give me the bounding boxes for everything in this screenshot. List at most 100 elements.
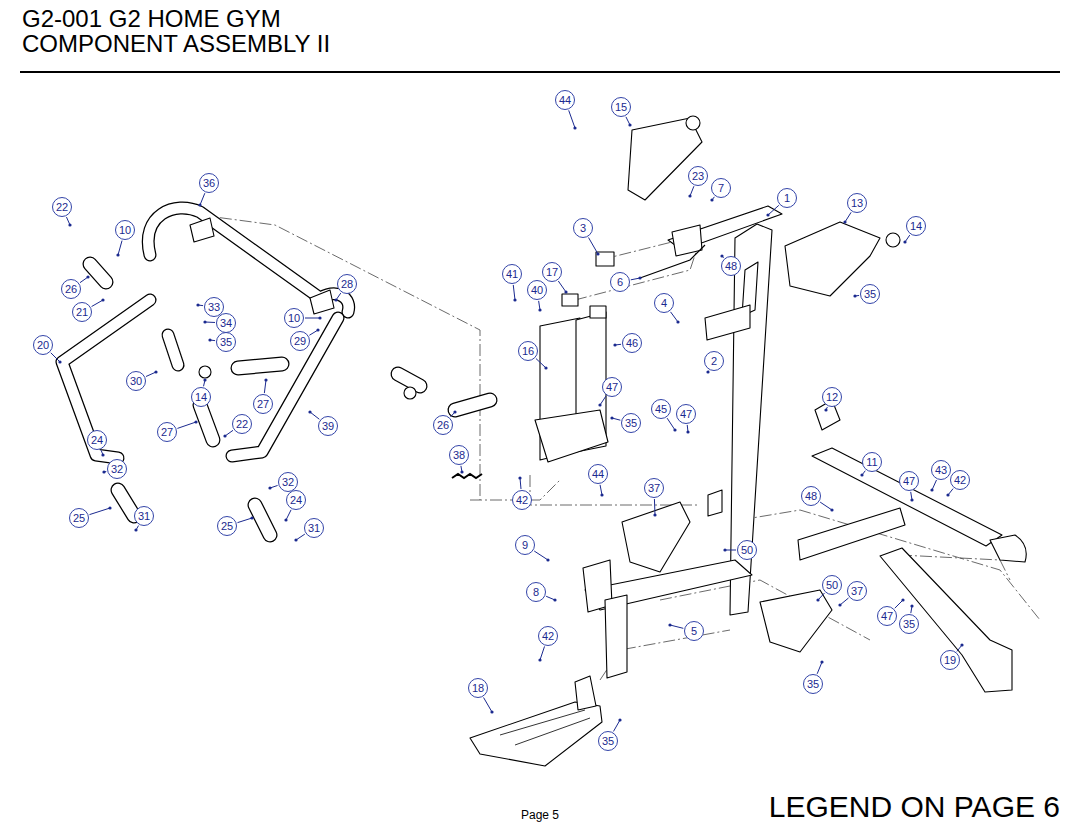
leader-dot xyxy=(930,488,933,491)
leader-dot xyxy=(598,403,601,406)
callout-number: 16 xyxy=(518,341,538,361)
callout-number: 45 xyxy=(651,399,671,419)
leader-dot xyxy=(203,320,206,323)
callout-number: 35 xyxy=(899,614,919,634)
callout-number: 47 xyxy=(602,377,622,397)
leader-line xyxy=(569,110,575,128)
leader-dot xyxy=(538,658,541,661)
leader-line xyxy=(932,480,936,490)
leader-dot xyxy=(960,643,963,646)
leader-line xyxy=(654,499,656,515)
leader-line xyxy=(817,662,822,674)
callout-number: 5 xyxy=(684,621,704,641)
leader-line xyxy=(520,478,521,489)
callout-number: 25 xyxy=(69,508,89,528)
leader-dot xyxy=(196,303,199,306)
leader-line xyxy=(588,238,598,254)
leader-dot xyxy=(460,470,463,473)
leader-line xyxy=(670,625,683,628)
callout-number: 14 xyxy=(191,387,211,407)
leader-dot xyxy=(553,598,556,601)
callout-number: 35 xyxy=(860,284,880,304)
leader-dot xyxy=(264,378,267,381)
leader-line xyxy=(177,422,196,428)
leader-dot xyxy=(720,254,723,257)
leader-dot xyxy=(134,528,137,531)
callout-number: 13 xyxy=(847,193,867,213)
page-number: Page 5 xyxy=(521,808,559,822)
leader-dot xyxy=(268,486,271,489)
callout-number: 39 xyxy=(318,416,338,436)
callout-number: 20 xyxy=(33,335,53,355)
leader-line xyxy=(558,281,566,292)
leader-line xyxy=(92,300,103,307)
leader-dot xyxy=(544,366,547,369)
leader-dot xyxy=(453,410,456,413)
callout-number: 37 xyxy=(847,581,867,601)
leader-line xyxy=(768,205,779,215)
leader-dot xyxy=(203,378,206,381)
leader-dot xyxy=(600,493,603,496)
leader-line xyxy=(305,318,320,319)
leader-dot xyxy=(573,126,576,129)
leader-dot xyxy=(673,428,676,431)
callout-number: 42 xyxy=(512,490,532,510)
callout-number: 27 xyxy=(157,422,177,442)
callout-number: 42 xyxy=(950,470,970,490)
leader-line xyxy=(146,372,156,376)
callout-number: 24 xyxy=(87,430,107,450)
leader-dot xyxy=(101,453,104,456)
callout-number: 17 xyxy=(542,262,562,282)
leader-dot xyxy=(676,320,679,323)
leader-dot xyxy=(154,370,157,373)
leader-dot xyxy=(86,275,89,278)
callout-number: 3 xyxy=(573,218,593,238)
callout-number: 6 xyxy=(610,272,630,292)
leader-dot xyxy=(208,338,211,341)
callout-number: 35 xyxy=(621,413,641,433)
leader-dot xyxy=(618,718,621,721)
leader-line xyxy=(840,598,849,605)
callout-number: 19 xyxy=(940,650,960,670)
callout-number: 9 xyxy=(515,535,535,555)
leader-line xyxy=(200,193,205,205)
leader-line xyxy=(725,550,736,551)
callout-number: 2 xyxy=(704,351,724,371)
callout-number: 18 xyxy=(468,678,488,698)
callout-number: 24 xyxy=(286,490,306,510)
leader-dot xyxy=(194,420,197,423)
callout-number: 22 xyxy=(52,197,72,217)
callout-number: 47 xyxy=(676,404,696,424)
leader-dot xyxy=(538,308,541,311)
leader-dot xyxy=(838,603,841,606)
leader-dot xyxy=(830,508,833,511)
leader-dot xyxy=(334,298,337,301)
callout-number: 48 xyxy=(721,256,741,276)
callout-number: 32 xyxy=(278,472,298,492)
leader-dot xyxy=(628,123,631,126)
leader-dot xyxy=(903,240,906,243)
leader-dot xyxy=(101,298,104,301)
callout-number: 50 xyxy=(822,575,842,595)
callout-number: 22 xyxy=(232,414,252,434)
callout-number: 21 xyxy=(72,302,92,322)
leader-dot xyxy=(946,493,949,496)
leader-line xyxy=(310,412,319,419)
leader-line xyxy=(89,508,110,515)
leader-dot xyxy=(518,476,521,479)
leader-dot xyxy=(58,360,61,363)
leader-line xyxy=(264,380,266,393)
leader-line xyxy=(845,212,851,222)
leader-line xyxy=(286,510,291,520)
leader-dot xyxy=(108,506,111,509)
leader-line xyxy=(540,646,545,660)
leader-line xyxy=(484,698,492,712)
callout-number: 23 xyxy=(688,166,708,186)
leader-dot xyxy=(294,538,297,541)
leader-dot xyxy=(564,290,567,293)
callout-number: 11 xyxy=(862,452,882,472)
leader-dot xyxy=(613,343,616,346)
leader-dot xyxy=(706,370,709,373)
